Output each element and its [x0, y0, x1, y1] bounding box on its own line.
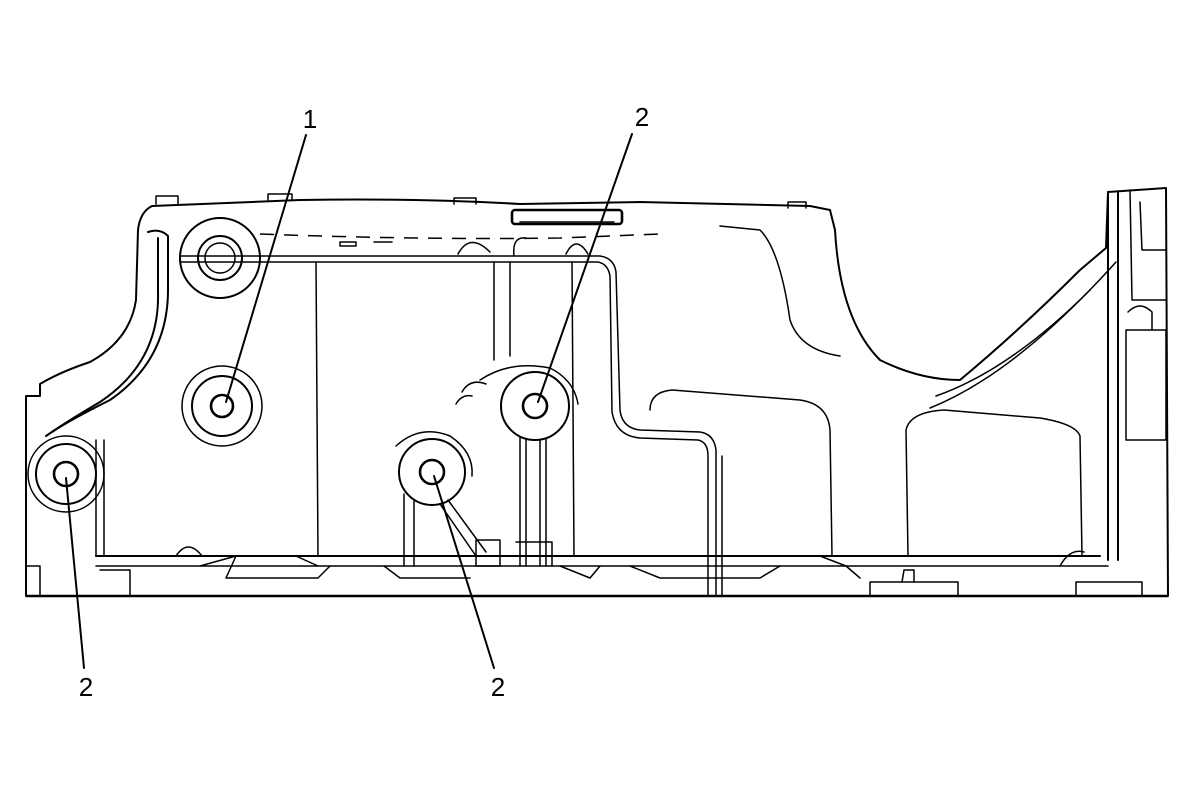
callout-label-2-top: 2	[635, 102, 649, 132]
callout-label-2-left: 2	[79, 672, 93, 702]
callout-label-1: 1	[303, 104, 317, 134]
callout-labels: 1 2 2 2	[79, 102, 649, 702]
leader-line-2-bottom	[433, 475, 495, 669]
bolt-hole-2-center	[395, 431, 501, 567]
upper-left-boss	[179, 217, 261, 299]
callout-label-2-bottom: 2	[491, 672, 505, 702]
leader-line-1	[225, 134, 307, 403]
leader-line-2-top	[537, 133, 633, 403]
bolt-hole-1	[181, 365, 263, 447]
bolt-hole-2-left	[27, 435, 105, 513]
leader-line-2-left	[65, 477, 85, 669]
leader-lines	[65, 133, 633, 669]
oil-pan-outline	[25, 187, 1169, 598]
